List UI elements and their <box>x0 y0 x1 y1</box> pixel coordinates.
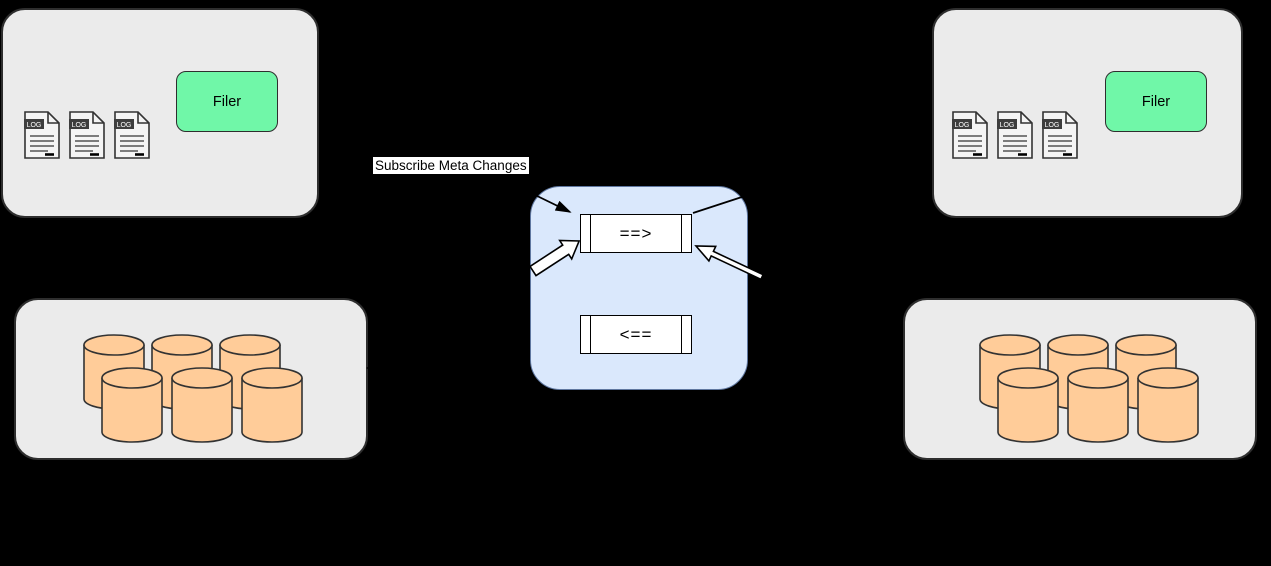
queue-endcap <box>590 316 591 353</box>
queue-endcap <box>681 316 682 353</box>
log-file-icon: LOG <box>952 111 988 159</box>
log-badge <box>114 119 134 129</box>
log-file-icon: LOG <box>1042 111 1078 159</box>
queue-backward-label: <== <box>619 324 653 344</box>
log-badge <box>24 119 44 129</box>
log-badge-label: LOG <box>1045 122 1060 129</box>
volume-db-icon <box>997 367 1059 443</box>
log-file-icon: LOG <box>69 111 105 159</box>
log-badge-label: LOG <box>72 122 87 129</box>
queue-endcap <box>590 215 591 252</box>
queue-forward-label: ==> <box>619 223 653 243</box>
filer-node-left: Filer <box>176 71 278 132</box>
filer-label: Filer <box>1141 93 1171 110</box>
queue-endcap <box>681 215 682 252</box>
volume-db-icon <box>1067 367 1129 443</box>
log-badge-label: LOG <box>1000 122 1015 129</box>
queue-forward: ==> <box>580 214 692 253</box>
volume-db-icon <box>241 367 303 443</box>
log-badge <box>1042 119 1062 129</box>
log-badge-label: LOG <box>117 122 132 129</box>
filer-label: Filer <box>212 93 242 110</box>
log-file-icon: LOG <box>24 111 60 159</box>
queue-backward: <== <box>580 315 692 354</box>
log-badge-label: LOG <box>955 122 970 129</box>
filer-node-right: Filer <box>1105 71 1207 132</box>
volume-db-icon <box>1137 367 1199 443</box>
volume-db-icon <box>101 367 163 443</box>
subscribe-meta-changes-label: Subscribe Meta Changes <box>373 157 529 174</box>
log-badge-label: LOG <box>27 122 42 129</box>
volume-db-icon <box>171 367 233 443</box>
log-badge <box>997 119 1017 129</box>
log-file-icon: LOG <box>114 111 150 159</box>
log-file-icon: LOG <box>997 111 1033 159</box>
log-badge <box>69 119 89 129</box>
log-badge <box>952 119 972 129</box>
